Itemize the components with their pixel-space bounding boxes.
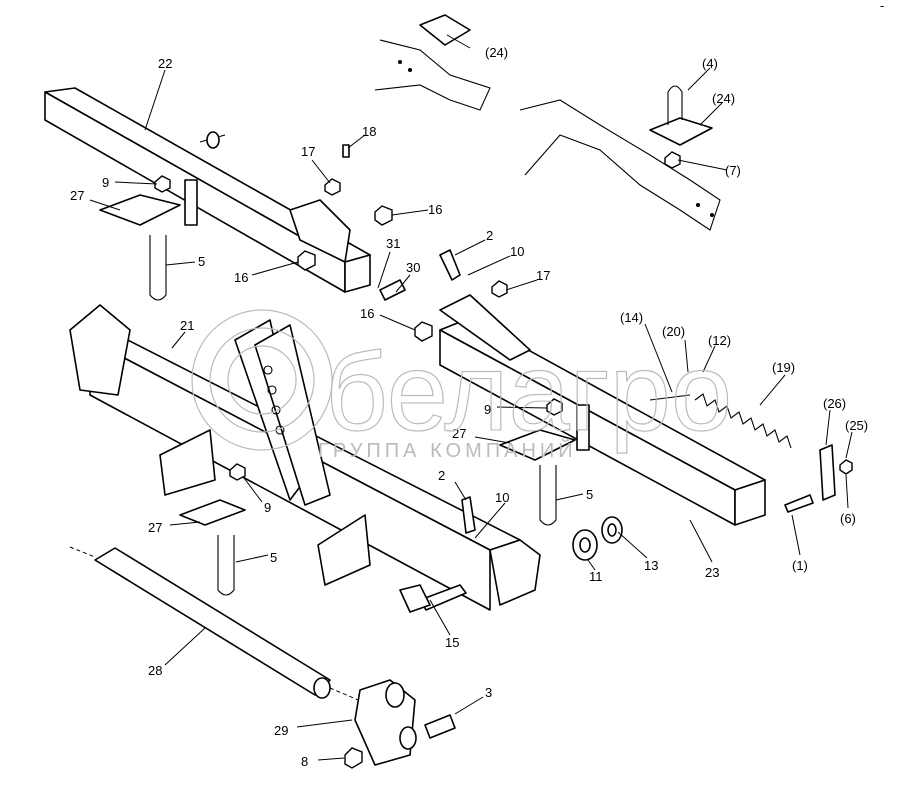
callout-17-top: 17 [301, 144, 315, 159]
callout-24-left: (24) [485, 45, 508, 60]
callout-17-right: 17 [536, 268, 550, 283]
watermark-brand: белагро [325, 331, 732, 454]
callout-27-top: 27 [70, 188, 84, 203]
callout-4: (4) [702, 56, 718, 71]
callout-27-middle: 27 [452, 426, 466, 441]
callout-16-bottom: 16 [360, 306, 374, 321]
callout-5-middle: 5 [586, 487, 593, 502]
callout-31: 31 [386, 236, 400, 251]
callout-15: 15 [445, 635, 459, 650]
callout-25: (25) [845, 418, 868, 433]
callout-labels: 22 (24) (4) (24) (7) 18 17 9 27 16 5 16 … [70, 45, 868, 769]
washers-11-13 [572, 516, 623, 561]
callout-9-bottom: 9 [264, 500, 271, 515]
leader-lines [89, 34, 853, 761]
callout-24-right: (24) [712, 91, 735, 106]
callout-19: (19) [772, 360, 795, 375]
callout-2-top: 2 [486, 228, 493, 243]
plates-and-ubolts [99, 194, 576, 596]
callout-14: (14) [620, 310, 643, 325]
callout-16-left: 16 [234, 270, 248, 285]
callout-22: 22 [158, 56, 172, 71]
callout-9-top: 9 [102, 175, 109, 190]
callout-9-middle: 9 [484, 402, 491, 417]
watermark: белагро ГРУППА КОМПАНИЙ [191, 309, 733, 462]
callout-11: 11 [589, 569, 603, 584]
callout-7: (7) [725, 163, 741, 178]
callout-1: (1) [792, 558, 808, 573]
pin-15 [399, 584, 467, 613]
fasteners [154, 144, 853, 534]
callout-27-bottom: 27 [148, 520, 162, 535]
callout-18: 18 [362, 124, 376, 139]
callout-3: 3 [485, 685, 492, 700]
callout-12: (12) [708, 333, 731, 348]
callout-10-bottom: 10 [495, 490, 509, 505]
callout-8: 8 [301, 754, 308, 769]
callout-10-top: 10 [510, 244, 524, 259]
bracket-29 [344, 679, 456, 769]
spring-19 [649, 393, 792, 449]
callout-5-top: 5 [198, 254, 205, 269]
callout-20: (20) [662, 324, 685, 339]
beam-22 [44, 87, 371, 293]
callout-30: 30 [406, 260, 420, 275]
mount-detail-left [374, 14, 491, 111]
callout-6: (6) [840, 511, 856, 526]
beam-21 [69, 304, 541, 611]
callout-26: (26) [823, 396, 846, 411]
mount-detail-right [519, 85, 721, 231]
callout-29: 29 [274, 723, 288, 738]
callout-16-right: 16 [428, 202, 442, 217]
watermark-subtitle: ГРУППА КОМПАНИЙ [318, 438, 577, 462]
callout-2-bottom: 2 [438, 468, 445, 483]
callout-5-bottom: 5 [270, 550, 277, 565]
callout-28: 28 [148, 663, 162, 678]
axle-28 [69, 546, 371, 706]
corner-mark: - [880, 0, 884, 13]
callout-13: 13 [644, 558, 658, 573]
callout-21: 21 [180, 318, 194, 333]
callout-23: 23 [705, 565, 719, 580]
beam-23 [439, 294, 766, 526]
